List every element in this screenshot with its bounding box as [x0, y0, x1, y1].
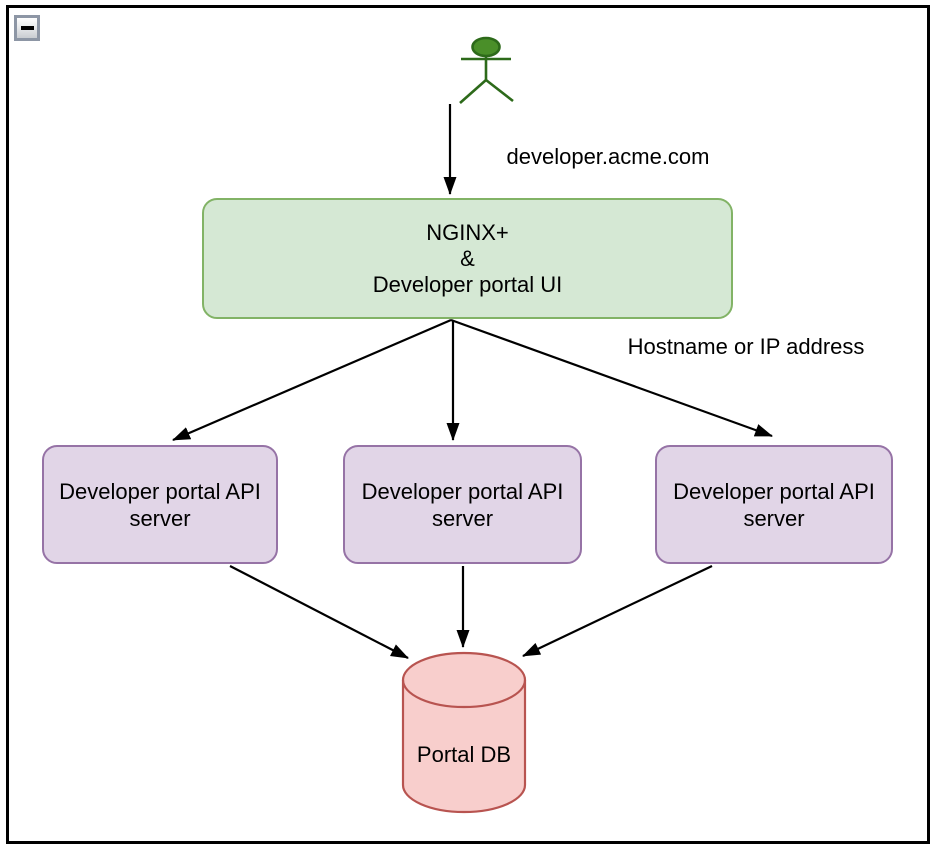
node-api-server-right[interactable]: Developer portal API server [655, 445, 893, 564]
api-server-label-line2: server [129, 505, 191, 531]
actor-head [471, 36, 501, 58]
edge-api-right-to-db[interactable] [522, 565, 713, 657]
user-actor[interactable] [459, 36, 514, 104]
gateway-label-line2: & [460, 245, 475, 271]
api-server-label-line1: Developer portal API [59, 478, 261, 504]
node-gateway[interactable]: NGINX+ & Developer portal UI [202, 198, 733, 319]
api-server-label-line1: Developer portal API [361, 478, 564, 504]
node-api-server-middle[interactable]: Developer portal API server [343, 445, 582, 564]
node-api-server-left[interactable]: Developer portal API server [42, 445, 278, 564]
database-label: Portal DB [416, 742, 512, 767]
minus-icon [20, 26, 34, 30]
api-server-label-line1: Developer portal API [673, 478, 875, 504]
gateway-label-line3: Developer portal UI [372, 271, 563, 297]
api-server-label-line2: server [431, 505, 494, 531]
edge-label-user-request: developer.acme.com [506, 144, 710, 169]
edge-label-fanout: Hostname or IP address [627, 334, 865, 359]
edge-api-left-to-db[interactable] [229, 565, 409, 659]
gateway-label-line1: NGINX+ [426, 219, 509, 245]
collapse-diagram-button[interactable] [14, 15, 40, 41]
edge-gateway-to-api-right[interactable] [450, 318, 773, 438]
api-server-label-line2: server [743, 505, 805, 531]
edge-gateway-to-api-left[interactable] [172, 318, 452, 442]
database-cylinder[interactable] [401, 651, 527, 814]
